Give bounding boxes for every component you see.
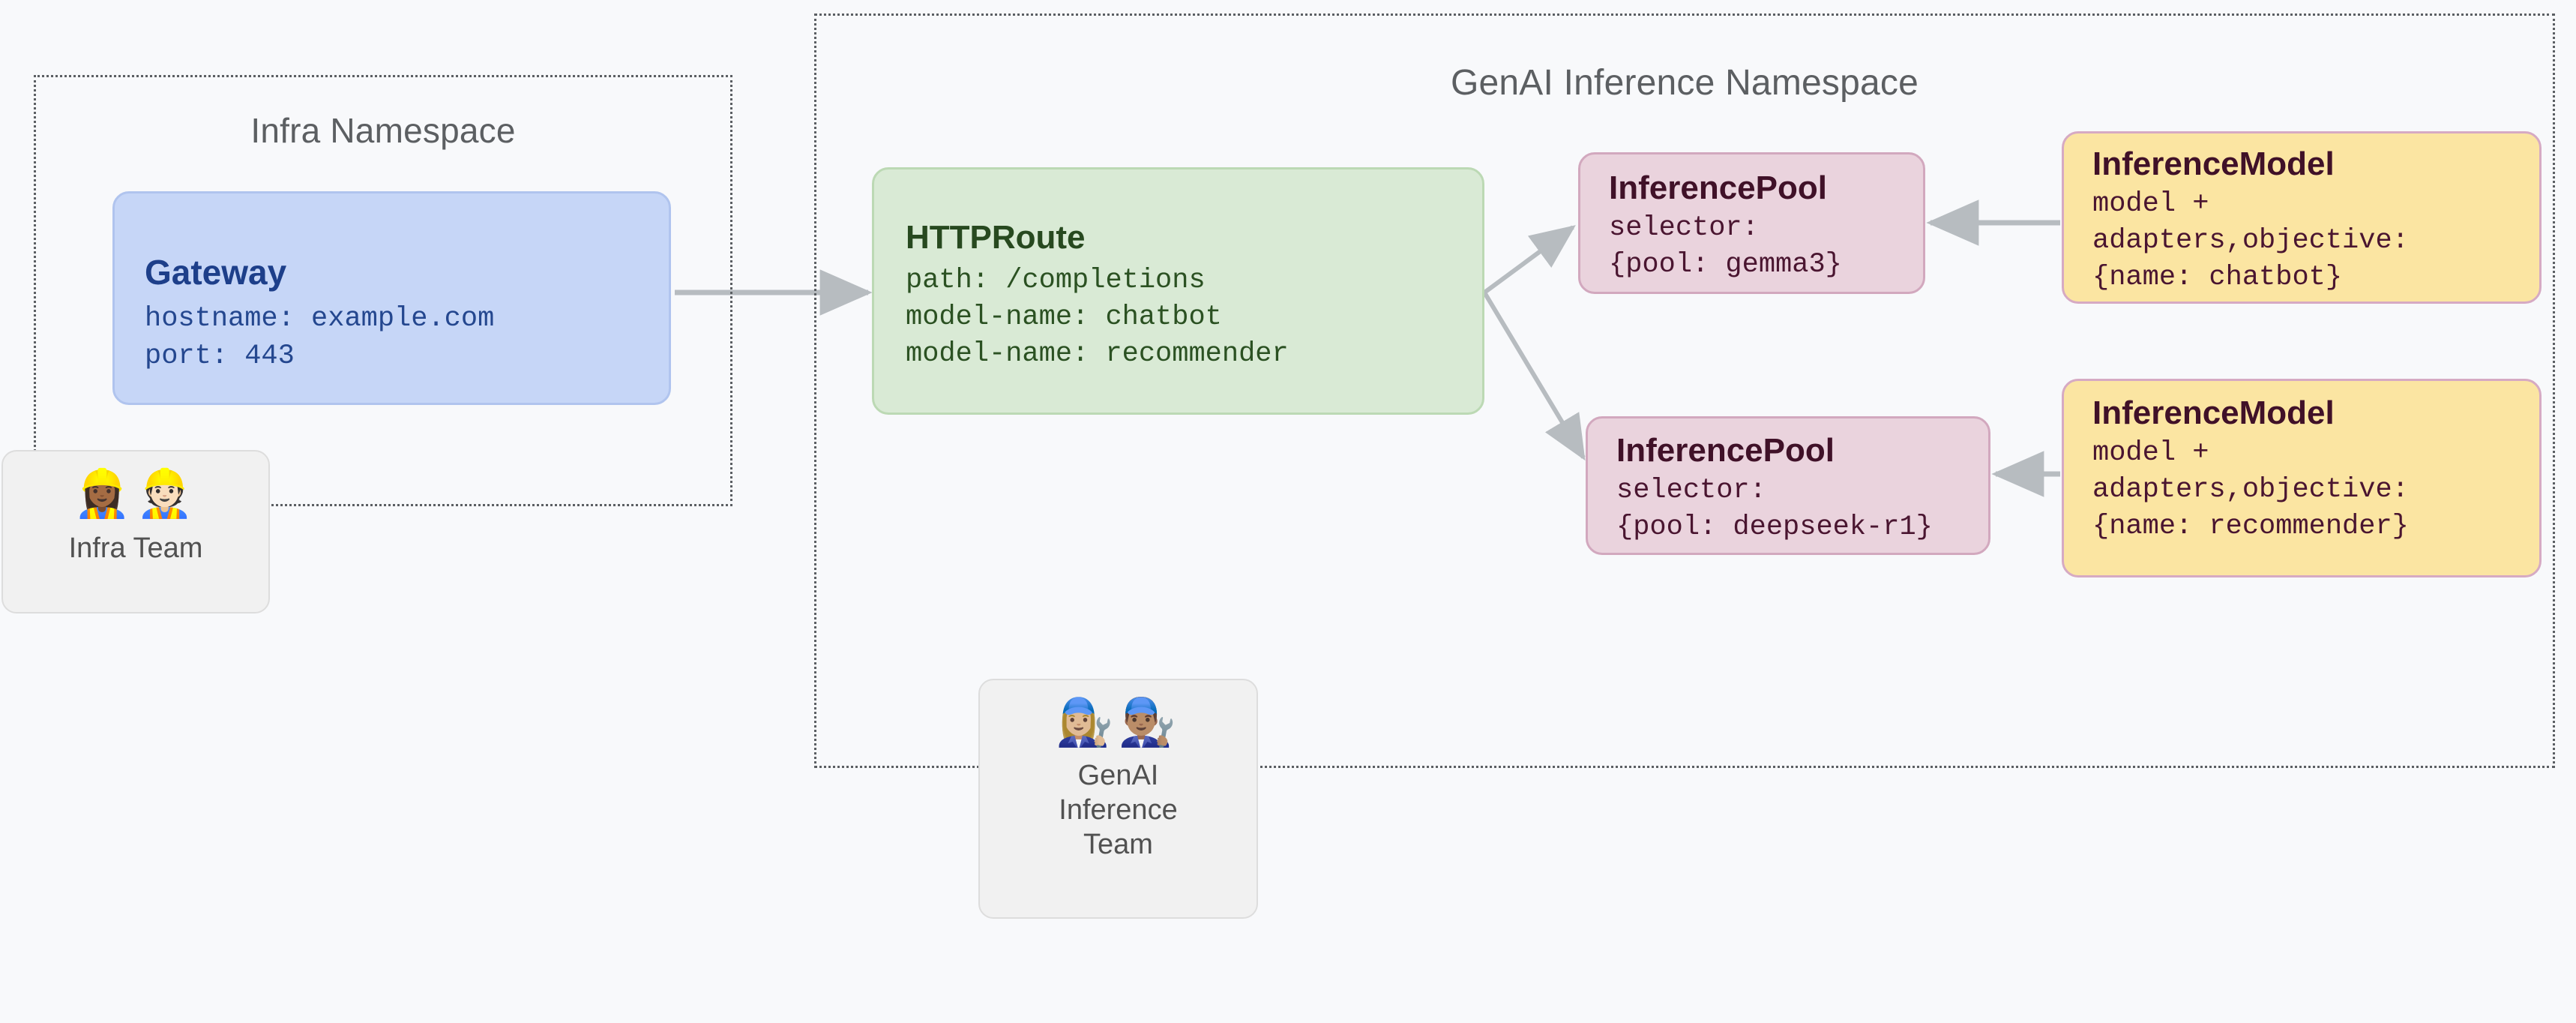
namespace-genai-inference-title: GenAI Inference Namespace	[1450, 63, 1919, 103]
namespace-genai-inference: GenAI Inference Namespace	[814, 14, 2555, 768]
node-inferencemodel-recommender-body: model + adapters,objective: {name: recom…	[2092, 437, 2409, 542]
node-inferencepool-gemma3[interactable]: InferencePool selector: {pool: gemma3}	[1578, 152, 1925, 294]
team-chip-genai-inference-label: GenAI Inference Team	[1059, 760, 1178, 860]
node-inferencepool-deepseek-r1[interactable]: InferencePool selector: {pool: deepseek-…	[1586, 416, 1990, 555]
node-inferencepool-gemma3-body: selector: {pool: gemma3}	[1609, 212, 1842, 280]
node-inferencepool-gemma3-title: InferencePool	[1609, 170, 1827, 206]
node-httproute[interactable]: HTTPRoute path: /completions model-name:…	[872, 167, 1484, 415]
construction-workers-icon: 👷🏾‍♀️👷🏻	[73, 468, 199, 520]
node-gateway-body: hostname: example.com port: 443	[145, 303, 495, 372]
node-inferencepool-deepseek-r1-body: selector: {pool: deepseek-r1}	[1616, 475, 1933, 543]
node-inferencepool-deepseek-r1-title: InferencePool	[1616, 432, 1835, 469]
node-inferencemodel-recommender[interactable]: InferenceModel model + adapters,objectiv…	[2062, 379, 2542, 578]
node-inferencemodel-chatbot[interactable]: InferenceModel model + adapters,objectiv…	[2062, 131, 2542, 304]
node-httproute-body: path: /completions model-name: chatbot m…	[906, 265, 1289, 370]
node-inferencemodel-recommender-title: InferenceModel	[2092, 394, 2335, 431]
node-inferencemodel-chatbot-title: InferenceModel	[2092, 146, 2335, 182]
node-inferencemodel-chatbot-body: model + adapters,objective: {name: chatb…	[2092, 188, 2409, 293]
namespace-infra-title: Infra Namespace	[250, 111, 516, 150]
node-gateway[interactable]: Gateway hostname: example.com port: 443	[112, 191, 671, 405]
team-chip-infra-label: Infra Team	[68, 532, 203, 564]
node-gateway-title: Gateway	[145, 253, 287, 292]
team-chip-infra[interactable]: 👷🏾‍♀️👷🏻 Infra Team	[1, 450, 270, 614]
node-httproute-title: HTTPRoute	[906, 219, 1086, 256]
team-chip-genai-inference[interactable]: 👩🏼‍🔧👨🏽‍🔧 GenAI Inference Team	[978, 679, 1258, 919]
mechanics-icon: 👩🏼‍🔧👨🏽‍🔧	[1056, 697, 1181, 748]
namespace-infra: Infra Namespace	[34, 75, 732, 506]
